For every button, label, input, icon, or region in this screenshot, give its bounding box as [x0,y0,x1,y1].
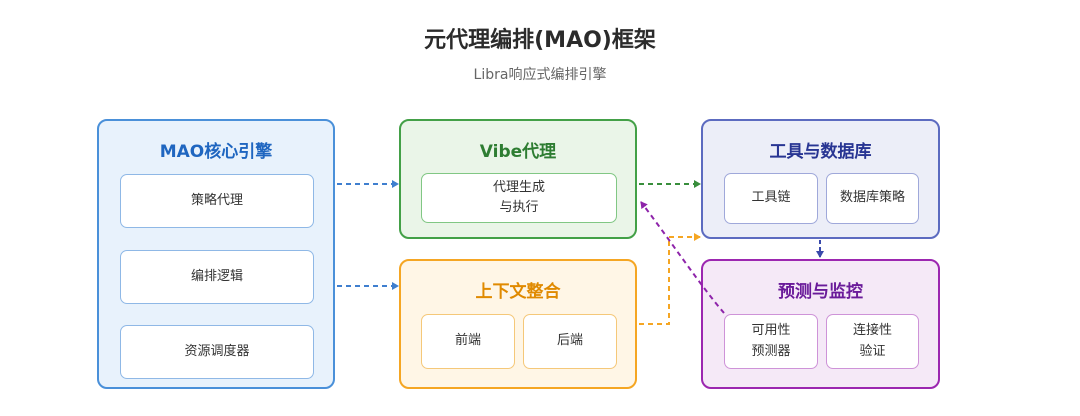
group-context-integration: 上下文整合 前端 后端 [399,259,637,389]
group-vibe-agent: Vibe代理 代理生成 与执行 [399,119,637,239]
prediction-monitoring-title: 预测与监控 [778,282,863,302]
card-availability-predictor: 可用性 预测器 [724,314,818,369]
card-database-strategy: 数据库策略 [826,173,919,224]
diagram-title: 元代理编排(MAO)框架 [424,28,656,53]
card-frontend: 前端 [421,314,515,369]
card-resource-scheduler: 资源调度器 [120,325,314,379]
group-prediction-monitoring: 预测与监控 可用性 预测器 连接性 验证 [701,259,940,389]
group-mao-core-engine: MAO核心引擎 策略代理 编排逻辑 资源调度器 [97,119,335,389]
arrow-context-to-tools [639,233,701,325]
card-backend: 后端 [523,314,617,369]
group-tools-database: 工具与数据库 工具链 数据库策略 [701,119,940,239]
tools-database-title: 工具与数据库 [769,142,872,162]
mao-core-engine-title: MAO核心引擎 [159,142,273,162]
vibe-agent-title: Vibe代理 [479,142,557,162]
diagram-subtitle: Libra响应式编排引擎 [473,67,607,83]
card-strategy-agent: 策略代理 [120,174,314,228]
card-agent-generation: 代理生成 与执行 [421,173,617,223]
context-integration-title: 上下文整合 [475,282,561,302]
card-toolchain: 工具链 [724,173,818,224]
card-orchestration-logic: 编排逻辑 [120,250,314,304]
card-connectivity-validation: 连接性 验证 [826,314,919,369]
